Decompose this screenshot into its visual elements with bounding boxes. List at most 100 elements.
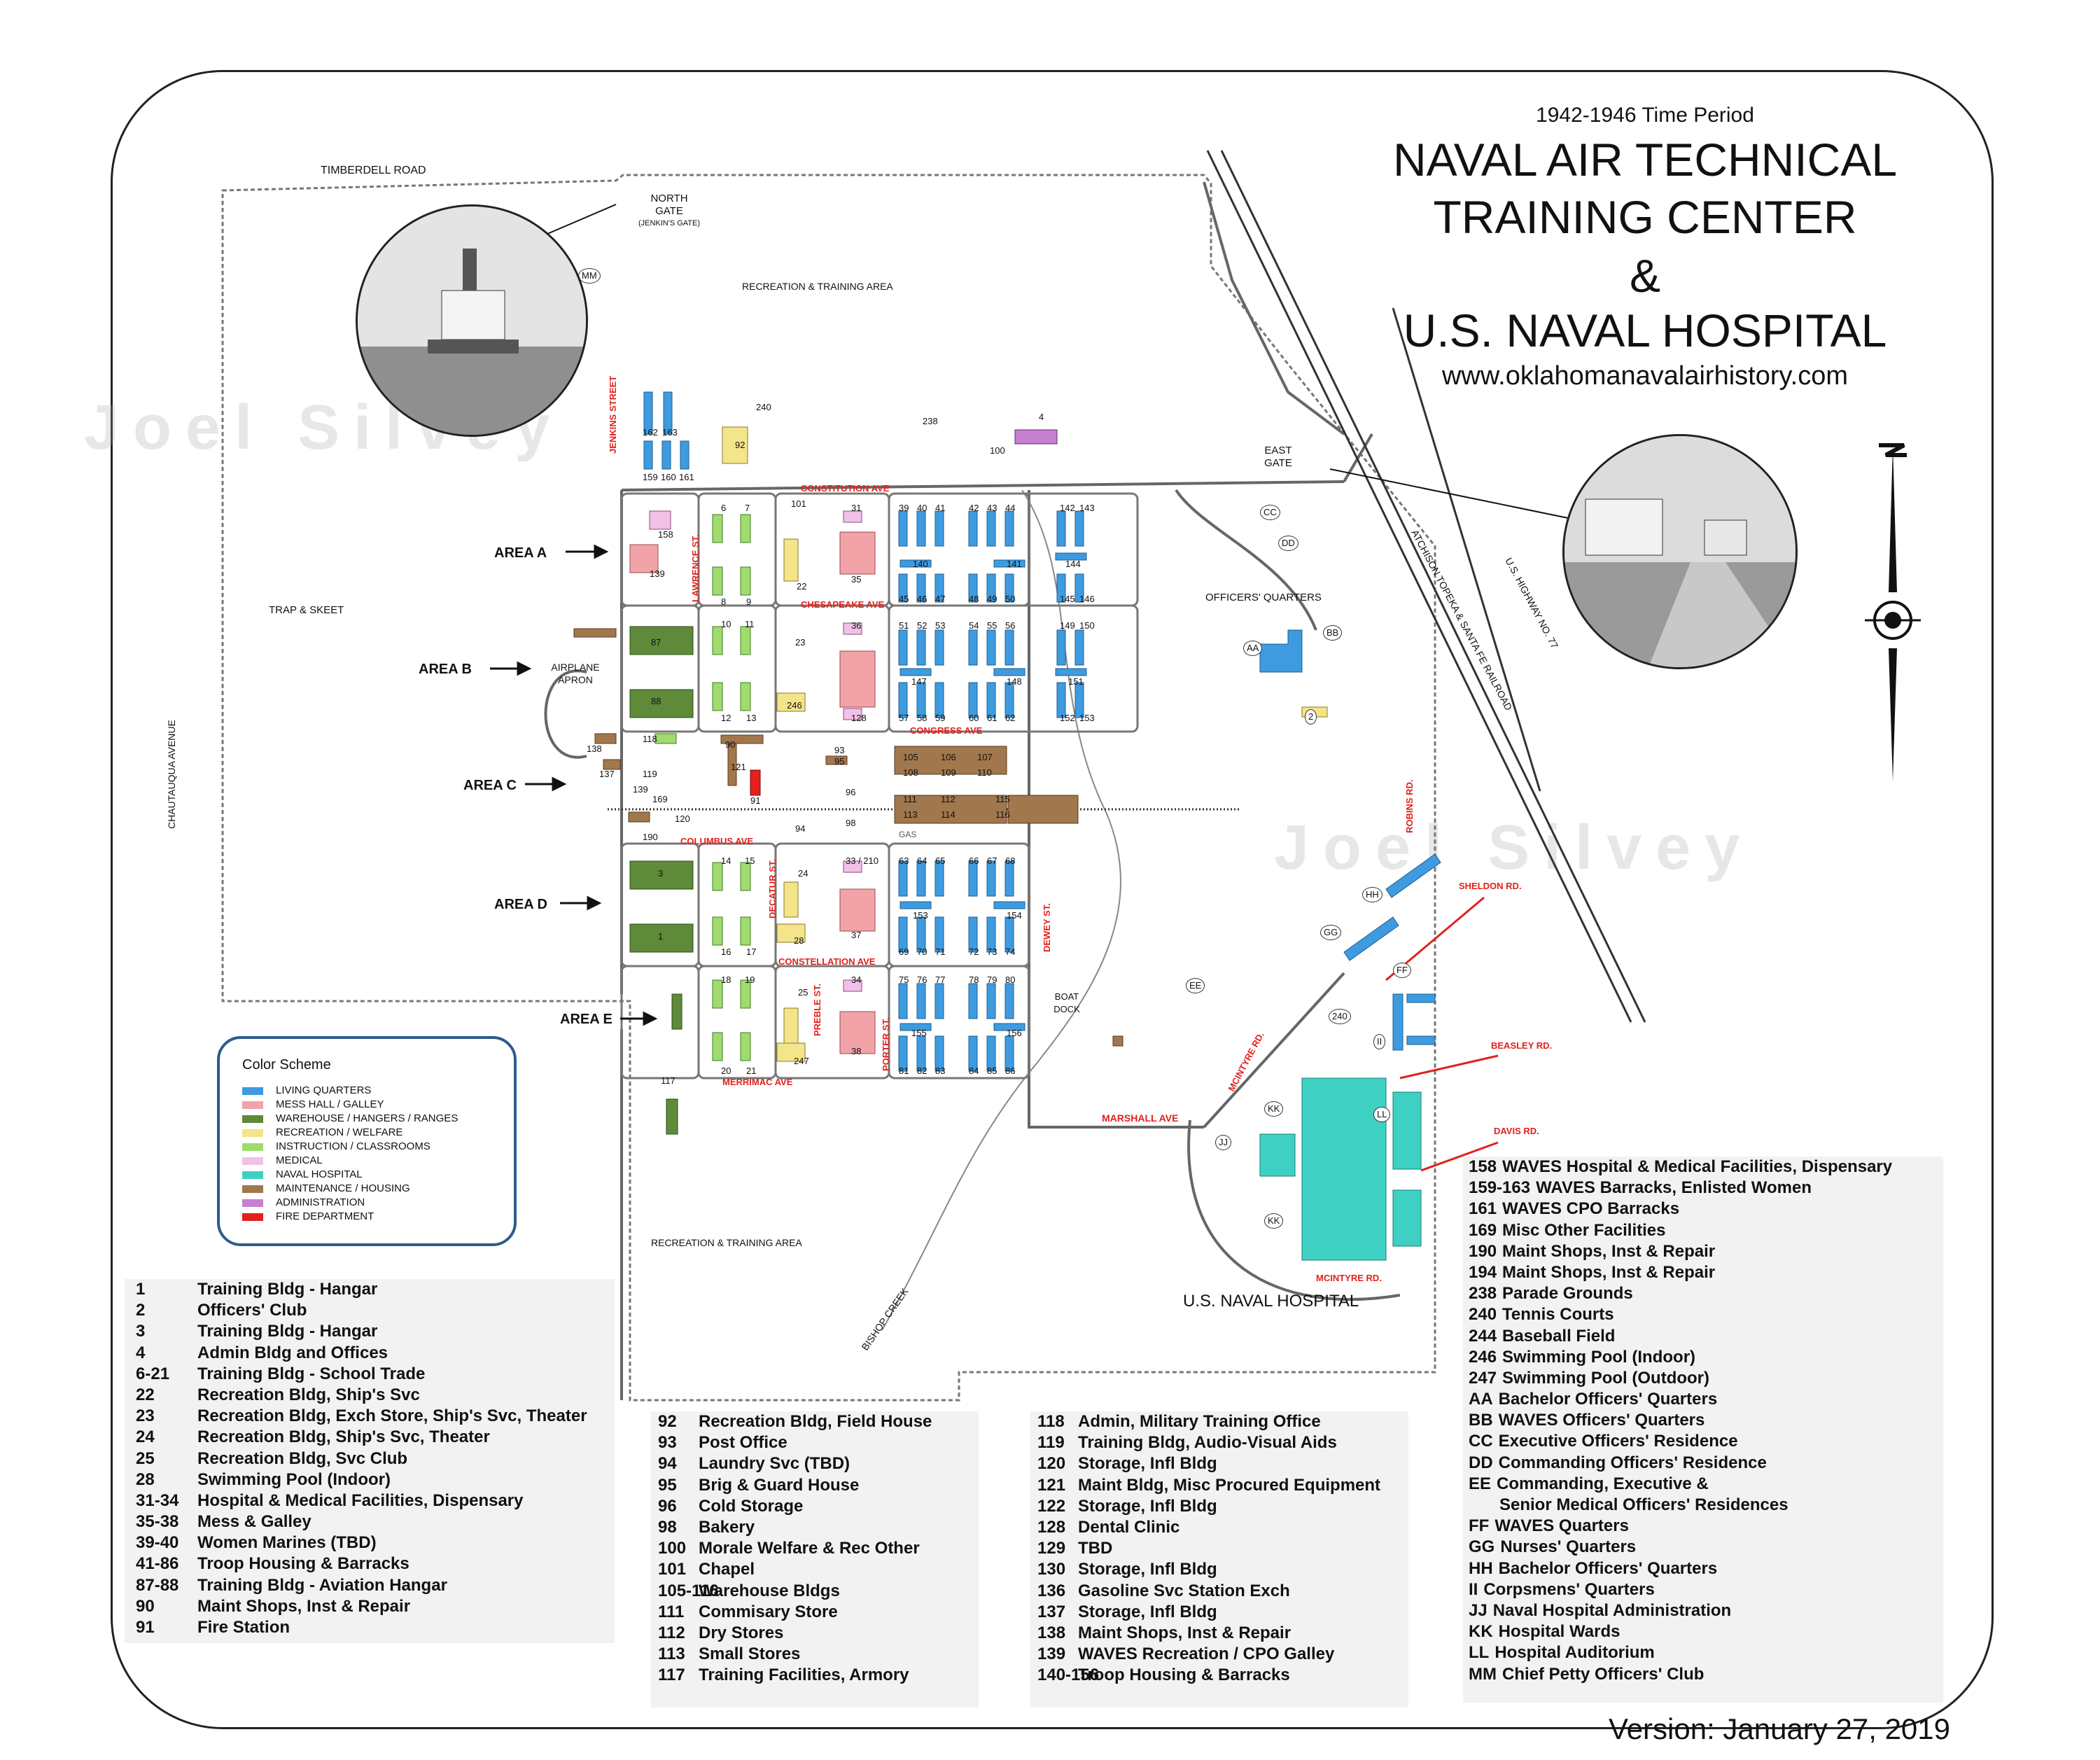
key-description: Bachelor Officers' Quarters	[1498, 1390, 1718, 1409]
building-number-area_e: 78	[969, 975, 979, 985]
north-compass-icon	[1865, 443, 1921, 781]
building-number-area_b: 60	[969, 713, 979, 723]
legend-swatch	[242, 1087, 263, 1095]
building-number-letters: FF	[1393, 963, 1411, 978]
key-description: Maint Shops, Inst & Repair	[1502, 1241, 1716, 1261]
key-number: 25	[136, 1448, 155, 1468]
building-number-area_b: 10	[721, 619, 732, 629]
building-number-area_a: 146	[1079, 594, 1095, 604]
key-row: Senior Medical Officers' Residences	[1463, 1495, 1943, 1516]
legend-label: LIVING QUARTERS	[276, 1084, 372, 1096]
building-number-area_b: 53	[935, 620, 946, 631]
building-number-area_b: 51	[899, 620, 909, 631]
key-description: Misc Other Facilities	[1502, 1220, 1666, 1240]
hangars	[629, 626, 694, 1135]
building-number-area_c: 110	[977, 767, 992, 778]
roads	[544, 181, 1401, 1400]
building-number-area_d: 15	[745, 855, 755, 866]
building-number-area_e: 85	[987, 1066, 997, 1076]
legend-item: ADMINISTRATION	[242, 1196, 458, 1210]
legend-swatch	[242, 1213, 263, 1221]
key-description: Maint Shops, Inst & Repair	[1078, 1623, 1292, 1642]
key-description: Maint Shops, Inst & Repair	[197, 1596, 411, 1616]
legend-swatch	[242, 1115, 263, 1123]
label-railroad: ATCHISON TOPEKA & SANTA FE RAILROAD	[1409, 528, 1514, 713]
legend-swatch	[242, 1129, 263, 1137]
building-number-letters: DD	[1278, 536, 1298, 551]
building-number-area_d: 1	[658, 931, 664, 942]
key-number: FF	[1469, 1516, 1490, 1536]
building-number-area_a: 140	[913, 559, 928, 569]
key-number: 90	[136, 1596, 155, 1616]
legend-label: RECREATION / WELFARE	[276, 1126, 403, 1138]
key-number: 22	[136, 1385, 155, 1404]
building-number-area_c: 137	[599, 769, 615, 779]
building-number-letters: AA	[1243, 641, 1263, 656]
website-url[interactable]: www.oklahomanavalairhistory.com	[1441, 361, 1849, 391]
key-description: Training Bldg - Aviation Hangar	[197, 1575, 447, 1595]
legend-label: MAINTENANCE / HOUSING	[276, 1182, 410, 1194]
key-description: Hospital Wards	[1498, 1622, 1620, 1642]
building-number-top: 163	[662, 427, 678, 438]
title-line-1: NAVAL AIR TECHNICAL	[1392, 134, 1898, 186]
label-merrimac-ave: MERRIMAC AVE	[722, 1077, 793, 1087]
building-number-area_b: 152	[1060, 713, 1075, 723]
building-number-area_a: 6	[721, 503, 727, 513]
building-number-area_d: 66	[969, 855, 979, 866]
building-number-area_c: 94	[795, 823, 806, 834]
key-number: 4	[136, 1343, 146, 1362]
label-officers-quarters: OFFICERS' QUARTERS	[1205, 592, 1322, 603]
legend-item: MAINTENANCE / HOUSING	[242, 1182, 458, 1196]
key-description: Recreation Bldg, Ship's Svc, Theater	[197, 1427, 490, 1447]
key-number: 39-40	[136, 1533, 179, 1553]
title-ampersand: &	[1629, 250, 1661, 302]
key-description: Fire Station	[197, 1618, 290, 1637]
legend-label: NAVAL HOSPITAL	[276, 1168, 363, 1180]
label-rec-training-bottom: RECREATION & TRAINING AREA	[651, 1237, 802, 1248]
key-number: HH	[1469, 1558, 1493, 1578]
key-number: 3	[136, 1322, 146, 1341]
key-number: 87-88	[136, 1575, 179, 1595]
building-number-area_d: 37	[851, 930, 862, 940]
building-number-area_e: 34	[851, 975, 862, 985]
building-number-area_e: 19	[745, 975, 755, 985]
building-number-area_e: 86	[1005, 1066, 1016, 1076]
building-number-area_d: 65	[935, 855, 946, 866]
building-number-area_a: 9	[746, 596, 752, 607]
label-area-c: AREA C	[463, 778, 517, 793]
key-number: 41-86	[136, 1554, 179, 1574]
label-boat-dock-2: DOCK	[1054, 1004, 1080, 1014]
key-description: Maint Shops, Inst & Repair	[1502, 1262, 1716, 1282]
label-mcintyre-rd-2: MCINTYRE RD.	[1316, 1273, 1382, 1283]
key-number: 119	[1037, 1433, 1065, 1453]
key-description: Dental Clinic	[1078, 1517, 1180, 1537]
key-number: DD	[1469, 1453, 1493, 1472]
building-number-area_b: 150	[1079, 620, 1095, 631]
building-number-area_e: 83	[935, 1066, 946, 1076]
building-number-area_b: 62	[1005, 713, 1016, 723]
key-description: Storage, Infl Bldg	[1078, 1454, 1217, 1474]
building-number-area_d: 154	[1007, 910, 1022, 921]
building-number-area_b: 147	[911, 676, 927, 687]
label-rec-training-top: RECREATION & TRAINING AREA	[742, 281, 893, 292]
key-description: Baseball Field	[1502, 1326, 1616, 1346]
label-dewey-st: DEWEY ST.	[1042, 903, 1052, 952]
key-number: 158	[1469, 1157, 1497, 1176]
building-number-area_a: 144	[1065, 559, 1081, 569]
building-number-area_c: 98	[846, 818, 856, 828]
maintenance	[573, 628, 1124, 1047]
key-number: 240	[1469, 1305, 1497, 1325]
watermark-right: Joel Silvey	[1274, 813, 1754, 883]
key-description: Recreation Bldg, Exch Store, Ship's Svc,…	[197, 1406, 587, 1426]
